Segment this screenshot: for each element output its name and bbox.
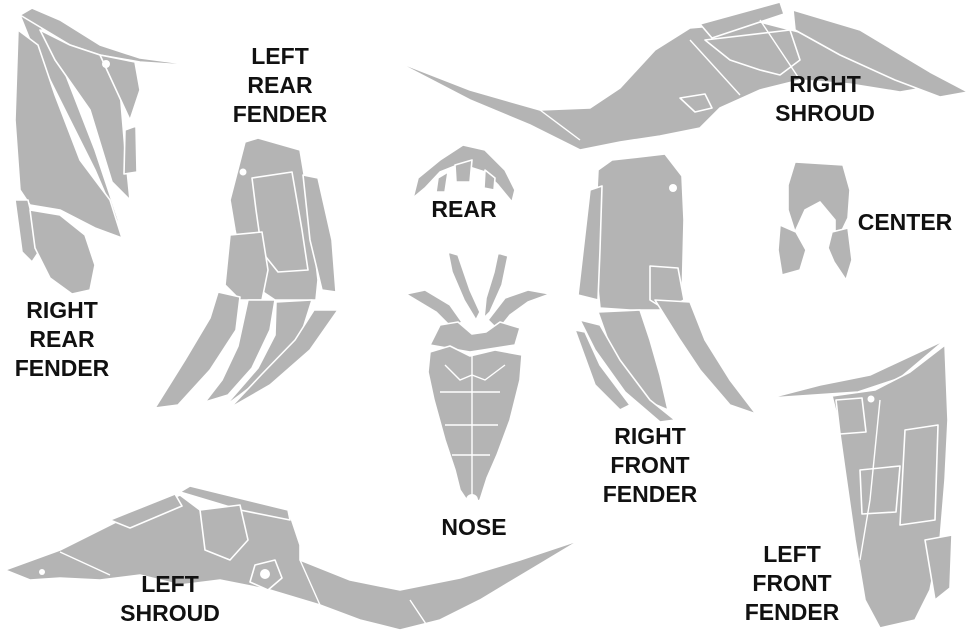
label-line: FENDER — [602, 481, 698, 507]
label-nose: NOSE — [424, 513, 524, 542]
label-rear: REAR — [414, 195, 514, 224]
label-line: FRONT — [610, 452, 690, 478]
right-shroud-decals — [392, 1, 969, 151]
nose-decals — [405, 251, 551, 506]
label-right-front-fender: RIGHT FRONT FENDER — [590, 422, 710, 509]
label-right-shroud: RIGHT SHROUD — [760, 70, 890, 128]
label-line: RIGHT — [26, 297, 98, 323]
label-line: FENDER — [744, 599, 840, 625]
right-front-fender-decals — [574, 153, 757, 423]
label-line: REAR — [247, 72, 313, 98]
label-line: SHROUD — [120, 600, 220, 626]
label-left-rear-fender: LEFT REAR FENDER — [220, 42, 340, 129]
label-line: REAR — [29, 326, 95, 352]
label-line: LEFT — [251, 43, 309, 69]
label-line: RIGHT — [789, 71, 861, 97]
label-left-shroud: LEFT SHROUD — [105, 570, 235, 628]
label-line: RIGHT — [614, 423, 686, 449]
label-line: CENTER — [857, 209, 953, 235]
label-left-front-fender: LEFT FRONT FENDER — [732, 540, 852, 627]
label-line: LEFT — [763, 541, 821, 567]
right-rear-fender-decals — [14, 7, 201, 295]
center-decal — [777, 161, 853, 281]
label-line: NOSE — [441, 514, 507, 540]
left-shroud-decals — [4, 485, 581, 631]
label-center: CENTER — [850, 208, 960, 237]
left-rear-fender-decals — [154, 137, 339, 409]
left-front-fender-decals — [769, 339, 953, 629]
label-line: FENDER — [232, 101, 328, 127]
label-right-rear-fender: RIGHT REAR FENDER — [2, 296, 122, 383]
label-line: FENDER — [14, 355, 110, 381]
label-line: REAR — [431, 196, 497, 222]
rear-decal — [412, 144, 516, 203]
label-line: SHROUD — [775, 100, 875, 126]
label-line: LEFT — [141, 571, 199, 597]
label-line: FRONT — [752, 570, 832, 596]
